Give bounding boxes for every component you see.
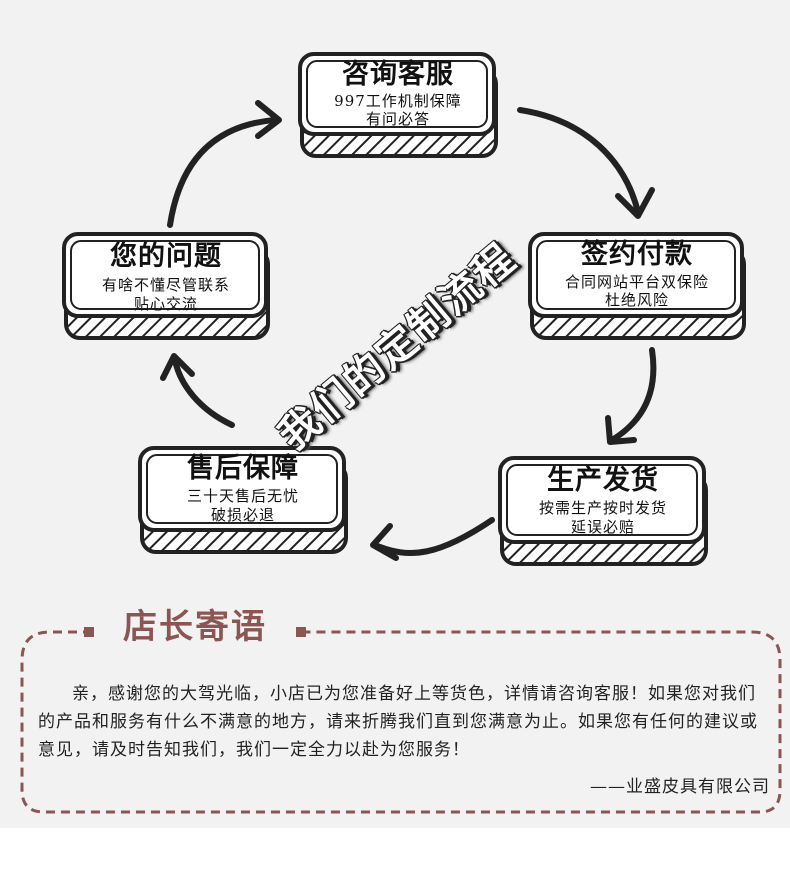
step-produce-title: 生产发货 — [547, 465, 659, 496]
frame-dot-left — [84, 627, 94, 637]
step-produce-line-1: 按需生产按时发货 — [538, 499, 667, 517]
step-question-title: 您的问题 — [110, 241, 222, 272]
step-sign-title: 签约付款 — [581, 239, 693, 270]
step-box-shape — [498, 456, 708, 566]
message-body-text: 亲，感谢您的大驾光临，小店已为您准备好上等货色，详情请咨询客服！如果您对我们的产… — [38, 684, 758, 760]
step-consult-line-1: 997工作机制保障 — [334, 92, 462, 110]
arrow-sign-to-produce-head — [605, 415, 637, 445]
arrow-produce-to-aftersale-head — [370, 523, 399, 561]
arrow-aftersale-to-question-head — [160, 353, 195, 381]
step-aftersale-line-2: 破损必退 — [210, 506, 275, 524]
message-heading: 店长寄语 — [123, 607, 267, 647]
arrow-consult-to-sign — [517, 107, 641, 215]
step-sign: 签约付款 合同网站平台双保险 杜绝风险 — [528, 232, 746, 342]
step-consult: 咨询客服 997工作机制保障 有问必答 — [298, 52, 498, 160]
step-aftersale: 售后保障 三十天售后无忧 破损必退 — [138, 446, 348, 556]
step-box-shape — [138, 446, 348, 554]
step-aftersale-line-1: 三十天售后无忧 — [186, 487, 299, 505]
step-box-shape — [528, 232, 746, 340]
step-sign-line-2: 杜绝风险 — [604, 291, 669, 309]
arrow-aftersale-to-question — [172, 357, 235, 428]
flow-arrows — [160, 100, 657, 561]
step-question: 您的问题 有啥不懂尽管联系 贴心交流 — [62, 232, 270, 342]
message-signature: ——业盛皮具有限公司 — [590, 777, 770, 797]
arrow-sign-to-produce — [609, 347, 657, 443]
step-question-line-2: 贴心交流 — [133, 295, 198, 313]
arrow-produce-to-aftersale — [372, 517, 495, 556]
step-question-line-1: 有啥不懂尽管联系 — [101, 276, 230, 294]
frame-dot-right — [296, 627, 306, 637]
step-aftersale-title: 售后保障 — [187, 453, 299, 484]
step-consult-title: 咨询客服 — [342, 59, 454, 90]
arrow-question-to-consult-head — [255, 100, 282, 139]
arrow-consult-to-sign-head — [615, 187, 655, 219]
step-box-shape — [298, 52, 498, 158]
step-sign-line-1: 合同网站平台双保险 — [564, 273, 709, 291]
step-box-shape — [62, 232, 270, 340]
bottom-margin — [0, 828, 790, 870]
arrow-question-to-consult — [167, 117, 278, 228]
step-produce: 生产发货 按需生产按时发货 延误必赔 — [498, 456, 708, 568]
step-consult-line-2: 有问必答 — [365, 110, 430, 128]
message-frame — [20, 627, 782, 814]
step-produce-line-2: 延误必赔 — [570, 518, 635, 536]
message-body: 亲，感谢您的大驾光临，小店已为您准备好上等货色，详情请咨询客服！如果您对我们的产… — [38, 680, 768, 764]
